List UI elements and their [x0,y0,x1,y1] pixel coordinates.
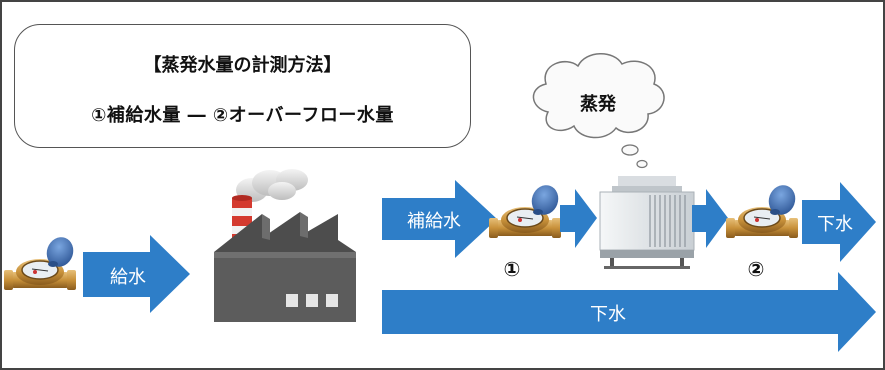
arrow-to-tower [560,189,597,248]
water-meter-icon [725,180,801,239]
cloud-label: 蒸発 [580,93,617,115]
meter-marker-two: ② [748,257,765,281]
thought-cloud-icon: 蒸発 [532,53,665,169]
drain-long-label: 下水 [590,304,626,325]
meter-marker-one: ① [504,257,521,281]
arrow-to-meter-two [692,189,728,248]
makeup-water-label: 補給水 [407,211,461,232]
method-formula: ①補給水量 ― ②オーバーフロー水量 [91,105,394,126]
method-title: 【蒸発水量の計測方法】 [143,55,342,76]
method-box: 【蒸発水量の計測方法】 ①補給水量 ― ②オーバーフロー水量 [14,24,471,148]
supply-arrow-label: 給水 [110,267,146,288]
makeup-water-arrow: 補給水 [382,180,497,258]
drain-arrow-long: 下水 [382,272,876,352]
factory-icon [214,169,356,322]
supply-arrow: 給水 [83,235,190,313]
drain-short-label: 下水 [817,214,853,235]
drain-arrow-short: 下水 [802,182,876,262]
water-meter-icon [3,232,79,291]
cooling-tower-icon [599,176,695,269]
water-meter-icon [488,180,564,239]
